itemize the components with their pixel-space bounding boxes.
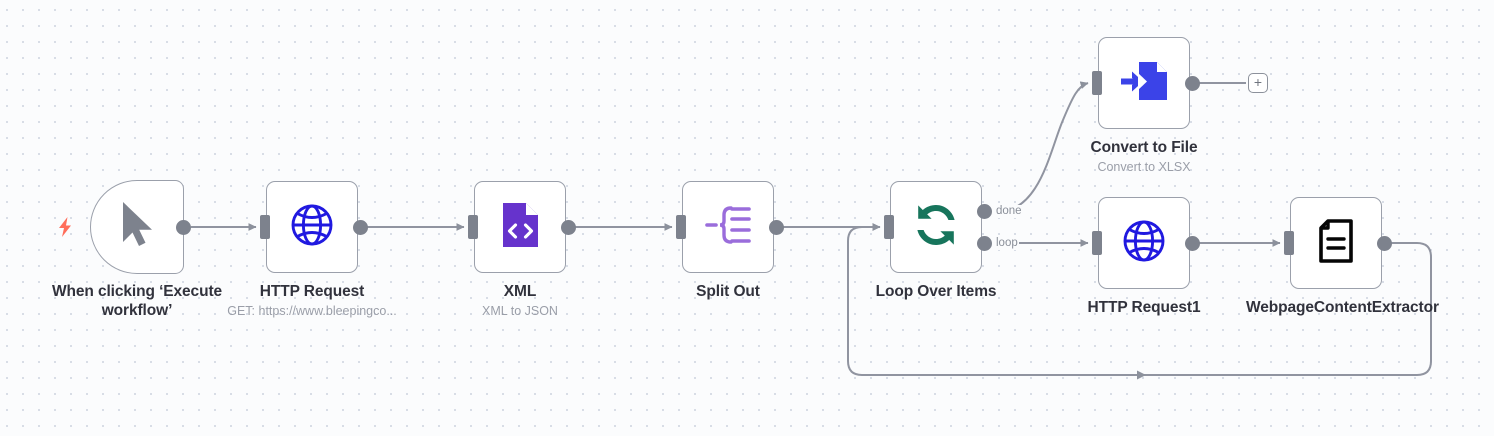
node-title: HTTP Request [259, 283, 365, 300]
node-title: HTTP Request1 [1087, 299, 1201, 316]
node-subtitle: Convert to XLSX [1097, 160, 1191, 174]
node-label-when-clicking-execute-workflow: When clicking ‘Execute workflow’ [47, 282, 227, 320]
globe-icon [1121, 218, 1167, 269]
lightning-bolt-icon [55, 216, 75, 243]
node-when-clicking-execute-workflow[interactable] [90, 180, 184, 274]
node-title: WebpageContentExtractor [1246, 299, 1439, 316]
node-label-convert-to-file: Convert to File Convert to XLSX [1054, 138, 1234, 175]
output-endpoint-loop-done[interactable] [977, 204, 992, 219]
globe-icon [289, 202, 335, 253]
output-endpoint-webpage-content-extractor[interactable] [1377, 236, 1392, 251]
node-loop-over-items[interactable] [890, 181, 982, 273]
node-title: Loop Over Items [875, 283, 997, 300]
output-endpoint-convert-to-file[interactable] [1185, 76, 1200, 91]
output-endpoint-http-request[interactable] [353, 220, 368, 235]
split-out-icon [704, 203, 752, 252]
input-endpoint-http-request[interactable] [260, 215, 270, 244]
node-label-split-out: Split Out [638, 282, 818, 301]
node-split-out[interactable] [682, 181, 774, 273]
input-endpoint-webpage-content-extractor[interactable] [1284, 231, 1294, 260]
output-endpoint-xml[interactable] [561, 220, 576, 235]
input-endpoint-loop-over-items[interactable] [884, 215, 894, 244]
node-label-xml: XML XML to JSON [430, 282, 610, 319]
node-title: Convert to File [1090, 139, 1198, 156]
output-endpoint-split-out[interactable] [769, 220, 784, 235]
node-label-loop-over-items: Loop Over Items [846, 282, 1026, 301]
convert-to-file-icon [1119, 58, 1169, 109]
input-endpoint-convert-to-file[interactable] [1092, 71, 1102, 100]
node-label-webpage-content-extractor: WebpageContentExtractor [1246, 298, 1439, 317]
output-endpoint-trigger[interactable] [176, 220, 191, 235]
node-title: XML [503, 283, 537, 300]
node-convert-to-file[interactable] [1098, 37, 1190, 129]
port-label-loop: loop [995, 237, 1019, 250]
node-subtitle: GET: https://www.bleepingco... [227, 304, 397, 318]
node-label-http-request: HTTP Request GET: https://www.bleepingco… [211, 282, 413, 319]
node-label-http-request1: HTTP Request1 [1054, 298, 1234, 317]
node-title: When clicking ‘Execute workflow’ [51, 283, 223, 319]
node-xml[interactable] [474, 181, 566, 273]
node-http-request1[interactable] [1098, 197, 1190, 289]
node-webpage-content-extractor[interactable] [1290, 197, 1382, 289]
node-http-request[interactable] [266, 181, 358, 273]
input-endpoint-xml[interactable] [468, 215, 478, 244]
node-subtitle: XML to JSON [482, 304, 558, 318]
document-lines-icon [1316, 218, 1356, 269]
port-label-done: done [995, 205, 1023, 218]
input-endpoint-http-request1[interactable] [1092, 231, 1102, 260]
input-endpoint-split-out[interactable] [676, 215, 686, 244]
mouse-cursor-icon [115, 200, 159, 255]
loop-refresh-icon [911, 200, 961, 255]
node-title: Split Out [696, 283, 760, 300]
output-endpoint-loop-loop[interactable] [977, 236, 992, 251]
add-node-button[interactable]: + [1248, 73, 1268, 93]
output-endpoint-http-request1[interactable] [1185, 236, 1200, 251]
xml-code-file-icon [498, 201, 542, 254]
